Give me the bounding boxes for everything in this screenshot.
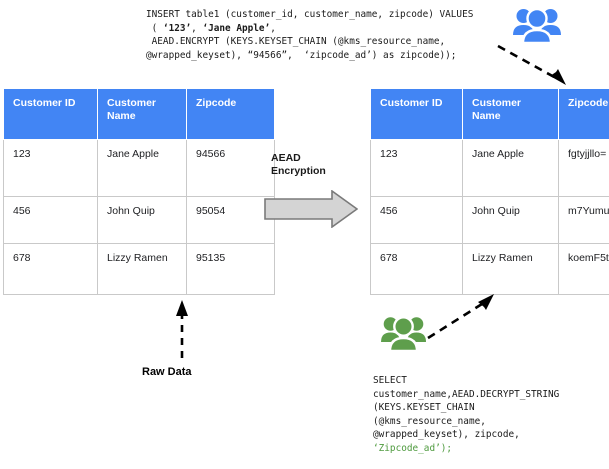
- cell-customer-name: Lizzy Ramen: [462, 243, 559, 295]
- table-row: 456 John Quip m7Yumuawqry: [370, 196, 609, 244]
- cell-zipcode: 95054: [186, 196, 275, 244]
- insert-line-2-mid: ,: [191, 22, 203, 34]
- cell-customer-name: Jane Apple: [97, 139, 187, 197]
- select-line-1: SELECT: [373, 375, 407, 386]
- cell-customer-id: 456: [370, 196, 463, 244]
- people-group-icon: [513, 7, 561, 45]
- table-row: 678 Lizzy Ramen koemF5ter=: [370, 243, 609, 295]
- aead-encryption-label: AEAD Encryption: [271, 152, 326, 177]
- column-header-customer-id: Customer ID: [370, 88, 463, 140]
- insert-line-2-prefix: (: [146, 22, 163, 34]
- cell-customer-name: John Quip: [462, 196, 559, 244]
- table-row: 123 Jane Apple 94566: [3, 139, 275, 197]
- cell-customer-name: Jane Apple: [462, 139, 559, 197]
- insert-line-3: AEAD.ENCRYPT (KEYS.KEYSET_CHAIN (@kms_re…: [146, 36, 446, 47]
- table-header-row: Customer ID Customer Name Zipcode: [370, 88, 609, 140]
- cell-customer-id: 678: [3, 243, 98, 295]
- column-header-zipcode: Zipcode: [558, 88, 609, 140]
- column-header-zipcode: Zipcode: [186, 88, 275, 140]
- cell-zipcode: 94566: [186, 139, 275, 197]
- cell-customer-name: Lizzy Ramen: [97, 243, 187, 295]
- table-row: 456 John Quip 95054: [3, 196, 275, 244]
- insert-line-2-suffix: ,: [270, 22, 276, 34]
- insert-value-customer-id: ‘123’: [162, 22, 192, 34]
- cell-zipcode-encrypted: koemF5ter=: [558, 243, 609, 295]
- cell-customer-id: 123: [3, 139, 98, 197]
- select-line-5: @wrapped_keyset), zipcode,: [373, 429, 520, 440]
- cell-customer-name: John Quip: [97, 196, 187, 244]
- insert-line-4: @wrapped_keyset), “94566”, ‘zipcode_ad’)…: [146, 49, 457, 61]
- column-header-customer-name: Customer Name: [462, 88, 559, 140]
- insert-sql-statement: INSERT table1 (customer_id, customer_nam…: [146, 8, 473, 62]
- dashed-diagonal-arrow-icon: [497, 44, 566, 85]
- table-row: 678 Lizzy Ramen 95135: [3, 243, 275, 295]
- select-line-3: (KEYS.KEYSET_CHAIN: [373, 402, 475, 413]
- table-header-row: Customer ID Customer Name Zipcode: [3, 88, 275, 140]
- plaintext-customer-table: Customer ID Customer Name Zipcode 123 Ja…: [3, 88, 275, 295]
- select-zipcode-ad-literal: ‘Zipcode_ad’: [373, 442, 441, 454]
- column-header-customer-name: Customer Name: [97, 88, 187, 140]
- select-line-6-rest: );: [440, 442, 453, 454]
- cell-zipcode-encrypted: fgtyjjllo=: [558, 139, 609, 197]
- dashed-up-arrow-icon: [176, 300, 188, 358]
- dashed-diagonal-arrow-icon: [427, 294, 494, 340]
- column-header-customer-id: Customer ID: [3, 88, 98, 140]
- people-group-icon: [381, 316, 426, 353]
- cell-zipcode-encrypted: m7Yumuawqry: [558, 196, 609, 244]
- table-row: 123 Jane Apple fgtyjjllo=: [370, 139, 609, 197]
- cell-customer-id: 123: [370, 139, 463, 197]
- right-block-arrow-icon: [264, 190, 358, 228]
- cell-zipcode: 95135: [186, 243, 275, 295]
- select-line-4: (@kms_resource_name,: [373, 415, 486, 427]
- encrypted-customer-table: Customer ID Customer Name Zipcode 123 Ja…: [370, 88, 609, 295]
- insert-value-customer-name: ‘Jane Apple’: [202, 22, 271, 34]
- cell-customer-id: 456: [3, 196, 98, 244]
- insert-line-1: INSERT table1 (customer_id, customer_nam…: [146, 9, 474, 20]
- select-line-2: customer_name,AEAD.DECRYPT_STRING: [373, 388, 560, 400]
- select-sql-statement: SELECT customer_name,AEAD.DECRYPT_STRING…: [373, 374, 559, 455]
- cell-customer-id: 678: [370, 243, 463, 295]
- raw-data-label: Raw Data: [142, 366, 192, 378]
